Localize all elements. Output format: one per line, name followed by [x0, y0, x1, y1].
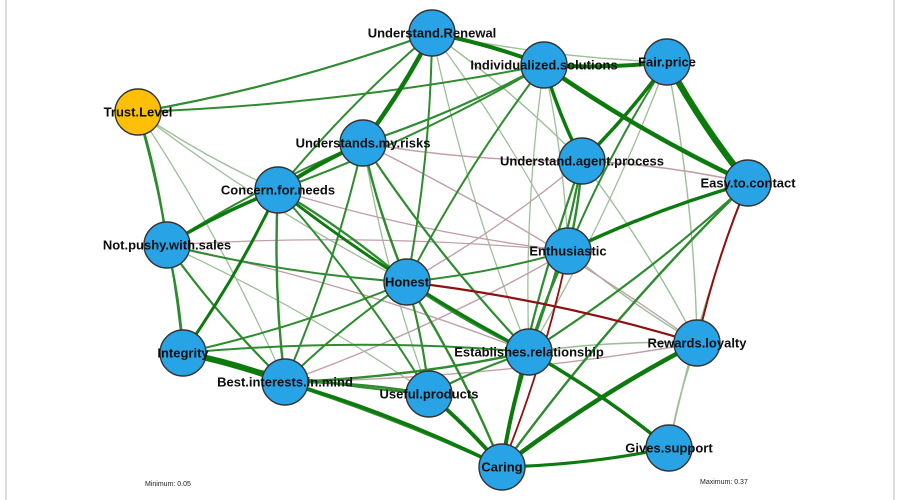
node-label-tl: Trust.Level — [104, 105, 173, 120]
node-label-gs: Gives.support — [625, 441, 713, 456]
node-label-ent: Enthusiastic — [529, 244, 606, 259]
edge-is-hon — [406, 64, 545, 283]
node-uap — [558, 137, 606, 185]
edge-nps-er — [166, 244, 530, 353]
node-label-hon: Honest — [385, 275, 430, 290]
node-is — [520, 41, 568, 89]
edge-hon-int — [182, 281, 408, 354]
edge-is-umr — [361, 63, 546, 145]
edge-is-cfn — [277, 64, 545, 191]
node-gs — [645, 424, 693, 472]
node-label-car: Caring — [481, 460, 522, 475]
edge-bim-er — [283, 350, 531, 384]
edge-nps-up — [166, 244, 430, 395]
node-label-cfn: Concern.for.needs — [221, 183, 335, 198]
edge-nps-ent — [166, 239, 569, 252]
edge-is-etc — [541, 62, 751, 186]
edge-weight-minimum-caption: Minimum: 0.05 — [145, 481, 191, 488]
edge-hon-rl — [405, 280, 699, 345]
node-etc — [724, 159, 772, 207]
edge-fp-er — [528, 61, 668, 353]
node-int — [159, 329, 207, 377]
node-umr — [339, 119, 387, 167]
edge-uap-rl — [581, 160, 698, 344]
node-up — [405, 370, 453, 418]
edge-tl-is — [137, 64, 545, 113]
node-label-etc: Easy.to.contact — [700, 176, 796, 191]
node-tl — [114, 88, 162, 136]
node-bim — [261, 358, 309, 406]
edge-tl-bim — [137, 111, 286, 383]
edge-etc-car — [500, 181, 750, 469]
edge-bim-car — [283, 380, 504, 469]
node-car — [478, 443, 526, 491]
edge-nps-hon — [166, 244, 408, 283]
edge-bim-ent — [284, 250, 569, 383]
node-label-is: Individualized.solutions — [470, 58, 617, 73]
edge-hon-car — [405, 280, 504, 469]
edge-etc-ent — [566, 181, 750, 253]
edge-ur-er — [431, 32, 530, 353]
edge-ur-cfn — [277, 32, 433, 191]
edge-cfn-bim — [275, 188, 287, 384]
edge-etc-er — [527, 181, 750, 354]
edge-fp-ent — [567, 61, 668, 252]
node-label-umr: Understands.my.risks — [296, 136, 431, 151]
edge-tl-ur — [136, 31, 434, 114]
edge-ur-uap — [431, 32, 583, 162]
node-label-ur: Understand.Renewal — [368, 26, 497, 41]
node-fp — [643, 38, 691, 86]
edge-ur-hon — [406, 32, 433, 283]
node-ur — [408, 9, 456, 57]
edge-is-er — [527, 64, 545, 353]
edge-umr-bim — [284, 142, 364, 383]
plot-frame-right — [893, 0, 895, 500]
edge-bim-rl — [284, 342, 698, 383]
node-label-uap: Understand.agent.process — [500, 154, 664, 169]
node-er — [505, 328, 553, 376]
edge-int-er — [182, 343, 530, 354]
edge-tl-cfn — [137, 111, 279, 191]
edge-umr-er — [361, 141, 531, 354]
edge-uap-hon — [406, 160, 583, 283]
node-label-up: Useful.products — [380, 387, 479, 402]
node-label-int: Integrity — [157, 346, 209, 361]
node-cfn — [254, 166, 302, 214]
node-label-nps: Not.pushy.with.sales — [103, 238, 231, 253]
edge-cfn-int — [181, 188, 280, 355]
node-label-fp: Fair.price — [638, 55, 696, 70]
edge-rl-car — [499, 340, 700, 470]
node-hon — [383, 258, 431, 306]
edge-cfn-up — [277, 189, 430, 395]
plot-frame-left — [5, 0, 7, 500]
edge-ur-ent — [431, 32, 569, 252]
node-label-rl: Rewards.loyalty — [648, 336, 748, 351]
edge-int-car — [181, 351, 504, 469]
edge-weight-maximum-caption: Maximum: 0.37 — [700, 479, 748, 486]
node-label-er: Establishes.relationship — [454, 345, 604, 360]
edge-umr-uap — [362, 142, 583, 162]
node-rl — [673, 319, 721, 367]
node-label-bim: Best.interests.in.mind — [217, 375, 353, 390]
edge-umr-rl — [362, 142, 698, 344]
node-nps — [143, 221, 191, 269]
node-ent — [544, 227, 592, 275]
